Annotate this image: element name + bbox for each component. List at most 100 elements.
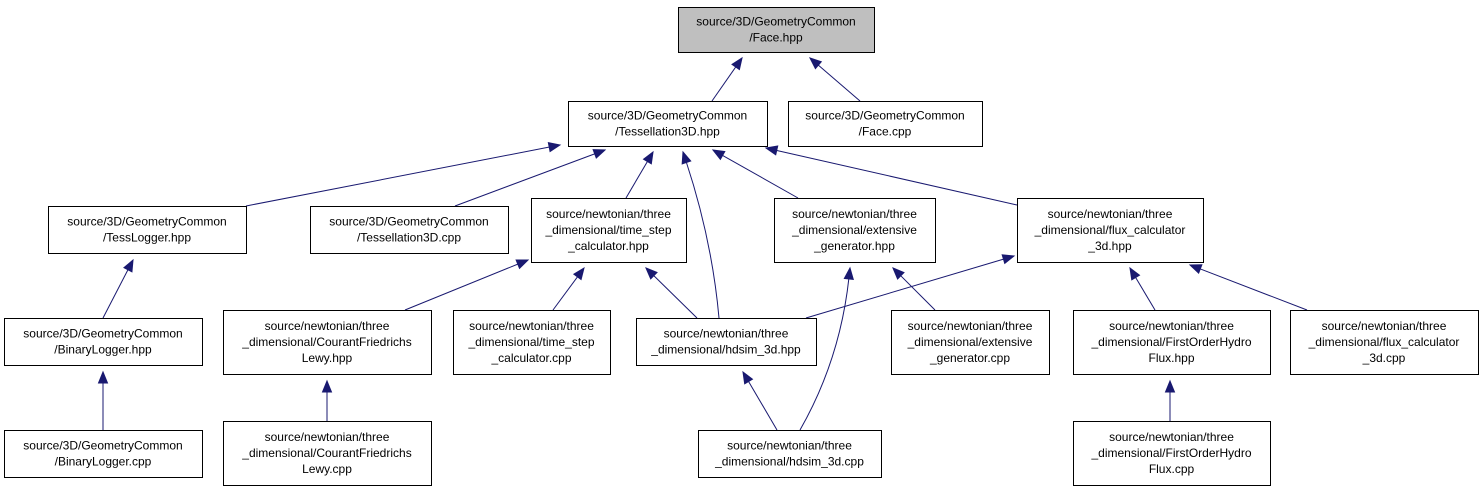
node-tesslogger-hpp[interactable]: source/3D/GeometryCommon/TessLogger.hpp — [48, 206, 247, 254]
node-box[interactable] — [891, 310, 1050, 375]
node-label-line: source/newtonian/three — [792, 207, 917, 221]
edge-tess3d_hpp-to-face_hpp — [711, 56, 743, 102]
edge-line — [711, 65, 737, 102]
arrow-head — [1001, 254, 1016, 265]
arrow-head — [572, 266, 585, 281]
node-label-line: _dimensional/extensive — [791, 223, 917, 237]
node-label-line: source/3D/GeometryCommon — [67, 215, 226, 229]
node-flux-cpp[interactable]: source/newtonian/three_dimensional/flux_… — [1290, 310, 1479, 375]
node-box[interactable] — [568, 101, 768, 147]
edge-firstorder_cpp-to-firstorder_hpp — [1164, 379, 1176, 421]
node-label-line: _dimensional/hdsim_3d.cpp — [714, 455, 864, 469]
edge-line — [775, 149, 1018, 206]
node-hdsim-cpp[interactable]: source/newtonian/three_dimensional/hdsim… — [698, 430, 882, 478]
node-label-line: _dimensional/CourantFriedrichs — [241, 335, 411, 349]
node-label-line: Lewy.hpp — [302, 351, 353, 365]
node-firstorder-hpp[interactable]: source/newtonian/three _dimensional/First… — [1073, 310, 1271, 375]
node-box[interactable] — [698, 430, 882, 478]
node-extgen-cpp[interactable]: source/newtonian/three_dimensional/exten… — [891, 310, 1050, 375]
node-box[interactable] — [48, 206, 247, 254]
edge-extgen_hpp-to-tess3d_hpp — [711, 149, 799, 199]
edge-line — [652, 274, 698, 319]
edge-line — [102, 268, 129, 319]
node-label-line: _dimensional/FirstOrderHydro — [1090, 335, 1251, 349]
edge-line — [747, 380, 778, 431]
node-box[interactable] — [453, 310, 611, 375]
node-cfl-cpp[interactable]: source/newtonian/three_dimensional/Coura… — [223, 421, 432, 486]
node-tess3d-hpp[interactable]: source/3D/GeometryCommon/Tessellation3D.… — [568, 101, 768, 147]
edge-binlogger_hpp-to-tesslogger_hpp — [102, 258, 134, 319]
node-box[interactable] — [636, 318, 817, 366]
node-label-line: _dimensional/CourantFriedrichs — [241, 446, 411, 460]
arrow-head — [321, 379, 333, 393]
node-label-line: Flux.cpp — [1149, 462, 1195, 476]
node-label-line: _3d.cpp — [1362, 351, 1406, 365]
arrow-head — [1129, 266, 1141, 281]
arrow-head — [843, 266, 854, 280]
edge-cfl_hpp-to-timestep_hpp — [404, 259, 530, 311]
node-box[interactable] — [531, 198, 687, 263]
node-label-line: source/newtonian/three — [1109, 319, 1234, 333]
arrow-head — [681, 150, 692, 165]
edge-flux_cpp-to-flux_hpp — [1188, 264, 1308, 311]
edge-line — [899, 274, 936, 311]
arrow-head — [592, 149, 607, 159]
arrow-head — [547, 142, 562, 153]
arrow-head — [731, 56, 743, 71]
arrow-head — [808, 57, 823, 70]
node-label-line: source/newtonian/three — [469, 319, 594, 333]
node-label-line: /Tessellation3D.hpp — [615, 125, 720, 139]
node-box[interactable] — [774, 198, 936, 263]
edge-line — [245, 146, 551, 207]
edge-tess3d_cpp-to-tess3d_hpp — [454, 149, 607, 207]
node-label-line: /Tessellation3D.cpp — [357, 231, 461, 245]
node-label-line: source/newtonian/three — [1048, 207, 1173, 221]
node-label-line: _generator.hpp — [813, 239, 895, 253]
node-face-hpp[interactable]: source/3D/GeometryCommon/Face.hpp — [678, 7, 875, 53]
edge-line — [625, 160, 649, 199]
edge-line — [552, 275, 579, 311]
node-box[interactable] — [4, 430, 203, 478]
edge-hdsim_cpp-to-extgen_hpp — [799, 266, 854, 431]
node-box[interactable] — [223, 310, 432, 375]
edge-hdsim_hpp-to-tess3d_hpp — [681, 150, 720, 319]
node-box[interactable] — [678, 7, 875, 53]
edge-extgen_cpp-to-extgen_hpp — [892, 267, 936, 311]
edge-line — [799, 277, 850, 431]
node-firstorder-cpp[interactable]: source/newtonian/three_dimensional/First… — [1073, 421, 1271, 486]
edge-timestep_cpp-to-timestep_hpp — [552, 266, 585, 311]
arrow-head — [645, 267, 658, 280]
edge-binlogger_cpp-to-binlogger_hpp — [97, 370, 109, 430]
arrow-head — [1164, 379, 1176, 393]
edge-cfl_cpp-to-cfl_hpp — [321, 379, 333, 421]
node-label-line: source/3D/GeometryCommon — [329, 215, 488, 229]
node-label-line: _dimensional/FirstOrderHydro — [1090, 446, 1251, 460]
node-cfl-hpp[interactable]: source/newtonian/three_dimensional/Coura… — [223, 310, 432, 375]
edge-firstorder_hpp-to-flux_hpp — [1129, 266, 1156, 311]
edges-layer — [97, 56, 1308, 431]
node-label-line: _calculator.hpp — [567, 239, 649, 253]
node-tess3d-cpp[interactable]: source/3D/GeometryCommon/Tessellation3D.… — [310, 206, 509, 254]
node-timestep-cpp[interactable]: source/newtonian/three_dimensional/time_… — [453, 310, 611, 375]
edge-flux_hpp-to-tess3d_hpp — [764, 145, 1018, 206]
node-box[interactable] — [1017, 198, 1204, 263]
node-box[interactable] — [788, 101, 983, 147]
node-extgen-hpp[interactable]: source/newtonian/three _dimensional/exten… — [774, 198, 936, 263]
node-box[interactable] — [1073, 310, 1271, 375]
node-hdsim-hpp[interactable]: source/newtonian/three_dimensional/hdsim… — [636, 318, 817, 366]
node-box[interactable] — [1073, 421, 1271, 486]
node-box[interactable] — [4, 318, 203, 366]
arrow-head — [1188, 264, 1203, 275]
node-binlogger-cpp[interactable]: source/3D/GeometryCommon/BinaryLogger.cp… — [4, 430, 203, 478]
node-flux-hpp[interactable]: source/newtonian/three_dimensional/flux_… — [1017, 198, 1204, 263]
node-box[interactable] — [1290, 310, 1479, 375]
node-box[interactable] — [310, 206, 509, 254]
edge-tesslogger_hpp-to-tess3d_hpp — [245, 142, 562, 207]
node-face-cpp[interactable]: source/3D/GeometryCommon/Face.cpp — [788, 101, 983, 147]
edge-line — [1134, 276, 1156, 311]
node-timestep-hpp[interactable]: source/newtonian/three_dimensional/time_… — [531, 198, 687, 263]
node-label-line: source/newtonian/three — [908, 319, 1033, 333]
node-box[interactable] — [223, 421, 432, 486]
arrow-head — [515, 259, 530, 270]
node-binlogger-hpp[interactable]: source/3D/GeometryCommon/BinaryLogger.hp… — [4, 318, 203, 366]
